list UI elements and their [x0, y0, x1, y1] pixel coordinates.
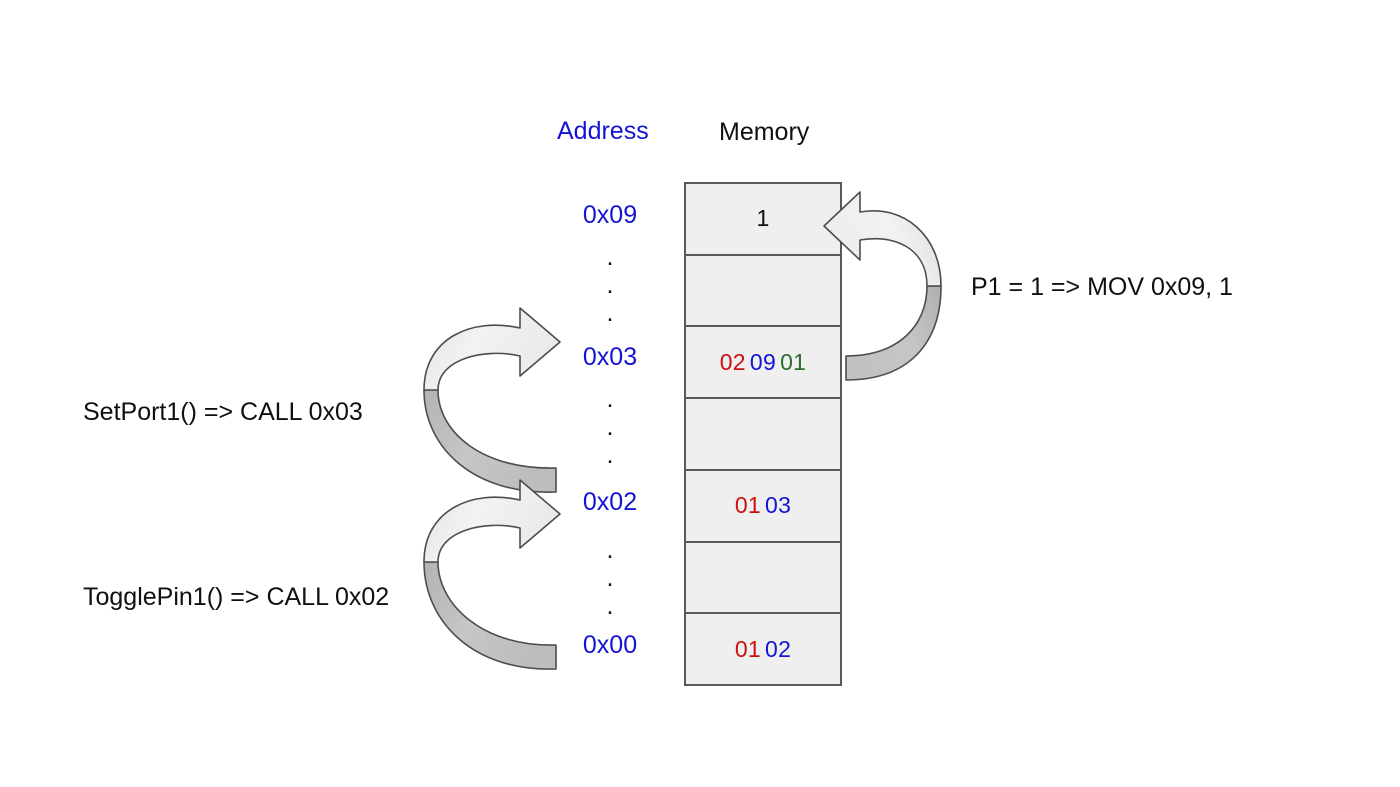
ellipsis-dot: .: [606, 271, 614, 299]
arrow-mov-to-0x09: [823, 191, 942, 381]
memory-cell-gap-3: [686, 542, 840, 615]
ellipsis-dot: .: [606, 243, 614, 271]
arrow-setport-to-0x03: [423, 307, 561, 493]
memory-token: 01: [780, 348, 807, 375]
memory-token: 1: [756, 205, 770, 232]
column-header-address: Address: [557, 117, 649, 145]
memory-token: 02: [719, 348, 746, 375]
address-label-0x02: 0x02: [582, 488, 638, 516]
annotation-mov: P1 = 1 => MOV 0x09, 1: [971, 273, 1233, 301]
memory-token: 01: [734, 492, 761, 519]
memory-token: 09: [749, 348, 777, 375]
address-label-0x09: 0x09: [582, 201, 638, 229]
ellipsis-dot: .: [606, 413, 614, 441]
column-header-memory: Memory: [719, 118, 810, 146]
ellipsis-dot: .: [606, 385, 614, 413]
address-label-0x03: 0x03: [582, 343, 638, 371]
address-label-0x00: 0x00: [582, 631, 638, 659]
memory-cell-0x09: 1: [686, 184, 840, 256]
address-ellipsis-3: . . .: [560, 536, 660, 620]
memory-cell-gap-2: [686, 399, 840, 471]
ellipsis-dot: .: [606, 592, 614, 620]
memory-token: 01: [734, 635, 761, 662]
annotation-setport: SetPort1() => CALL 0x03: [83, 398, 363, 426]
memory-cell-0x03: 02 09 01: [686, 327, 840, 400]
memory-token: 02: [765, 635, 792, 662]
arrow-togglepin-to-0x02: [423, 479, 561, 670]
ellipsis-dot: .: [606, 299, 614, 327]
memory-cell-0x00: 01 02: [686, 614, 840, 685]
ellipsis-dot: .: [606, 441, 614, 469]
address-ellipsis-2: . . .: [560, 385, 660, 469]
annotation-togglepin: TogglePin1() => CALL 0x02: [83, 583, 390, 611]
memory-table: 1 02 09 01 01 03 01 02: [684, 182, 842, 686]
address-ellipsis-1: . . .: [560, 243, 660, 327]
ellipsis-dot: .: [606, 536, 614, 564]
ellipsis-dot: .: [606, 564, 614, 592]
memory-cell-gap-1: [686, 255, 840, 328]
memory-cell-0x02: 01 03: [686, 470, 840, 543]
memory-token: 03: [765, 492, 792, 519]
